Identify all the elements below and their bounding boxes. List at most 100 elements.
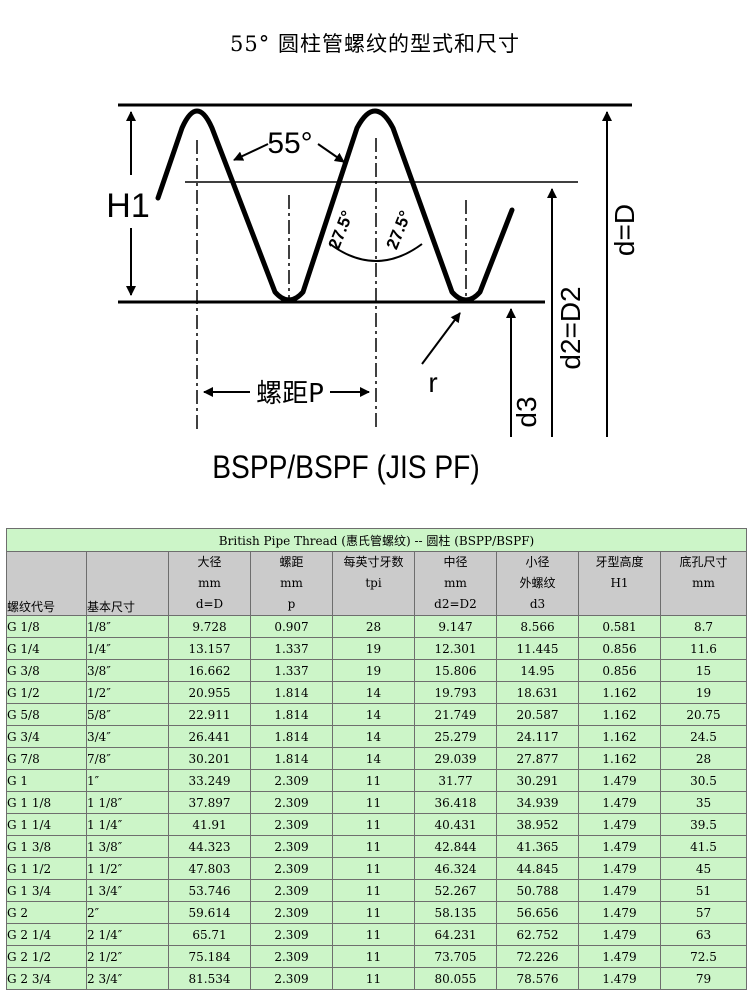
table-cell: 25.279	[414, 725, 497, 748]
table-cell: 18.631	[496, 681, 579, 704]
table-cell: 33.249	[168, 769, 251, 792]
table-cell: 21.749	[414, 703, 497, 726]
table-cell: 11	[332, 923, 415, 946]
table-cell: 14	[332, 703, 415, 726]
table-cell: 27.877	[496, 747, 579, 770]
table-cell: 51	[659, 879, 748, 902]
column-header-line: 小径	[525, 555, 550, 569]
table-cell: 2.309	[250, 923, 333, 946]
table-cell: 57	[659, 901, 748, 924]
table-cell: G 2 3/4	[6, 967, 87, 990]
table-cell: 2.309	[250, 769, 333, 792]
table-cell: 22.911	[168, 703, 251, 726]
table-cell: 0.856	[578, 637, 661, 660]
page-title: 55° 圆柱管螺纹的型式和尺寸	[230, 32, 520, 56]
table-cell: 11	[332, 901, 415, 924]
table-cell: 34.939	[496, 791, 579, 814]
column-header-line: mm	[198, 576, 221, 590]
column-header-line	[662, 594, 746, 615]
table-cell: 1 1/2″	[86, 857, 169, 880]
table-cell: 14	[332, 725, 415, 748]
table-cell: 1.162	[578, 703, 661, 726]
table-cell: G 2 1/4	[6, 923, 87, 946]
table-cell: 15.806	[414, 659, 497, 682]
table-cell: G 1 1/4	[6, 813, 87, 836]
table-cell: 8.566	[496, 615, 579, 638]
table-cell: G 2	[6, 901, 87, 924]
table-cell: 45	[659, 857, 748, 880]
table-cell: 2.309	[250, 857, 333, 880]
table-cell: 58.135	[414, 901, 497, 924]
table-cell: 2″	[86, 901, 169, 924]
h1-label: H1	[106, 187, 149, 225]
table-cell: 1.814	[250, 725, 333, 748]
table-cell: 35	[659, 791, 748, 814]
column-header-line	[580, 594, 660, 615]
table-cell: 81.534	[168, 967, 251, 990]
table-cell: 11	[332, 857, 415, 880]
major-diameter-label: d=D	[609, 204, 640, 256]
table-cell: 19	[332, 659, 415, 682]
table-cell: 46.324	[414, 857, 497, 880]
table-cell: 1.337	[250, 659, 333, 682]
angle-arrow-right	[317, 143, 345, 163]
table-cell: 14	[332, 747, 415, 770]
table-cell: 42.844	[414, 835, 497, 858]
column-header-line: d=D	[195, 597, 224, 611]
table-cell: 1.479	[578, 945, 661, 968]
table-cell: 11.445	[496, 637, 579, 660]
table-cell: 2.309	[250, 791, 333, 814]
table-cell: 1.479	[578, 923, 661, 946]
table-cell: 1″	[86, 769, 169, 792]
table-cell: 1/8″	[86, 615, 169, 638]
table-cell: 59.614	[168, 901, 251, 924]
table-cell: 2 3/4″	[86, 967, 169, 990]
table-cell: 2.309	[250, 945, 333, 968]
table-cell: 1 3/8″	[86, 835, 169, 858]
table-cell: 0.856	[578, 659, 661, 682]
pipe-thread-table: British Pipe Thread (惠氏管螺纹) -- 圆柱 (BSPP/…	[5, 528, 748, 990]
table-cell: 2.309	[250, 967, 333, 990]
table-cell: 26.441	[168, 725, 251, 748]
column-header: 螺纹代号	[6, 551, 87, 616]
table-cell: 29.039	[414, 747, 497, 770]
pitch-label: 螺距P	[256, 379, 324, 409]
table-cell: 9.147	[414, 615, 497, 638]
table-cell: 1.162	[578, 725, 661, 748]
table-cell: 1 1/4″	[86, 813, 169, 836]
column-header-line: tpi	[365, 576, 382, 590]
table-cell: 3/8″	[86, 659, 169, 682]
table-cell: 72.5	[659, 945, 748, 968]
pitch-diameter-label: d2=D2	[555, 286, 586, 369]
table-cell: 65.71	[168, 923, 251, 946]
table-cell: 9.728	[168, 615, 251, 638]
half-angle-right-label: 27.5°	[383, 208, 416, 252]
table-cell: 2.309	[250, 813, 333, 836]
root-radius-label: r	[428, 367, 437, 398]
column-header-line: 底孔尺寸	[679, 555, 728, 569]
table-cell: 1.479	[578, 901, 661, 924]
table-cell: 2 1/4″	[86, 923, 169, 946]
table-caption: British Pipe Thread (惠氏管螺纹) -- 圆柱 (BSPP/…	[5, 528, 748, 552]
table-cell: 79	[659, 967, 748, 990]
table-cell: G 1 1/8	[6, 791, 87, 814]
angle-label: 55°	[267, 127, 312, 160]
table-cell: 24.117	[496, 725, 579, 748]
table-cell: G 7/8	[6, 747, 87, 770]
table-cell: G 1 3/4	[6, 879, 87, 902]
table-cell: 11	[332, 791, 415, 814]
column-header: 基本尺寸	[86, 551, 169, 616]
table-cell: 1.479	[578, 835, 661, 858]
table-cell: 14	[332, 681, 415, 704]
table-cell: 11	[332, 967, 415, 990]
